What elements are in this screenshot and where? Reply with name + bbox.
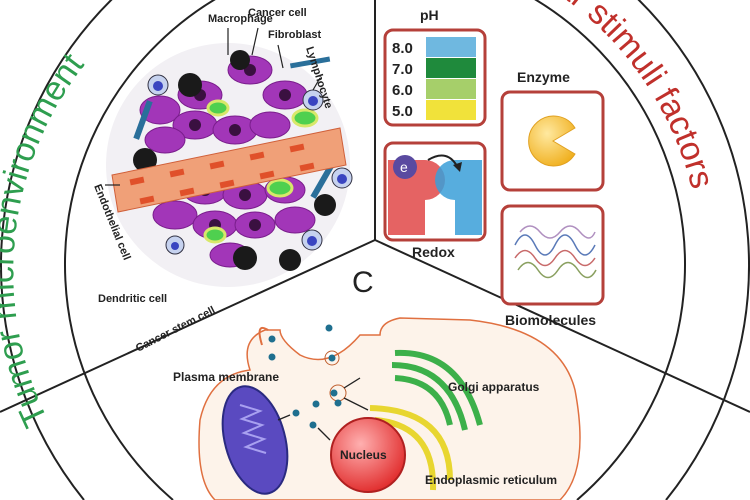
enzyme-pacman-icon — [528, 115, 576, 167]
ph-color-swatch — [426, 37, 476, 57]
center-letter: C — [352, 266, 374, 299]
ph-value-label: 6.0 — [392, 82, 413, 99]
label-fibroblast: Fibroblast — [268, 29, 322, 41]
cell-labels: Plasma membrane Golgi apparatus Nucleus … — [173, 370, 557, 487]
biomolecules-label: Biomolecules — [505, 312, 596, 328]
mitochondrion — [221, 385, 289, 495]
tumor-microenvironment-title: Tumor microenvironment — [0, 46, 92, 433]
label-golgi-apparatus: Golgi apparatus — [448, 380, 540, 394]
ph-value-label: 7.0 — [392, 61, 413, 78]
redox-box: e — [383, 141, 487, 242]
protein-structure-icon — [514, 225, 597, 279]
label-nucleus: Nucleus — [340, 448, 387, 462]
label-dendritic-cell: Dendritic cell — [98, 293, 167, 305]
tumor-tissue-illustration — [105, 27, 353, 287]
label-cancer-stem-cell: Cancer stem cell — [134, 304, 217, 354]
golgi-apparatus — [391, 349, 483, 431]
ph-value-label: 5.0 — [392, 103, 413, 120]
blood-vessel — [111, 127, 347, 213]
ph-box: 8.0 7.0 6.0 5.0 — [383, 28, 487, 127]
label-endoplasmic-reticulum: Endoplasmic reticulum — [425, 473, 557, 487]
enzyme-label: Enzyme — [517, 69, 570, 85]
sector-dividers — [0, 0, 750, 413]
ph-value-label: 8.0 — [392, 40, 413, 57]
label-plasma-membrane: Plasma membrane — [173, 370, 279, 384]
electron-label: e — [400, 159, 408, 175]
ph-color-swatch — [426, 79, 476, 99]
label-cancer-cell: Cancer cell — [248, 7, 307, 19]
electron-icon — [393, 155, 417, 179]
ph-title: pH — [420, 7, 439, 23]
ph-color-swatch — [426, 58, 476, 78]
nucleus — [330, 417, 406, 493]
ph-color-swatch — [426, 100, 476, 120]
redox-label: Redox — [412, 244, 455, 260]
biomolecules-box — [500, 204, 605, 306]
enzyme-box — [500, 90, 605, 192]
cell-illustration — [198, 317, 581, 500]
label-macrophage: Macrophage — [208, 13, 273, 25]
